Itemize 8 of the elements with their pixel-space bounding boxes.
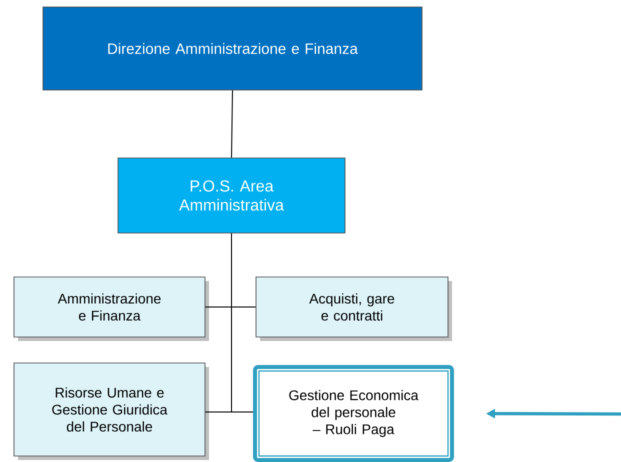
highlighted-office-box: Gestione Economica del personale – Ruoli Paga [253, 364, 454, 462]
unit-box: P.O.S. Area Amministrativa [118, 158, 346, 234]
office-box: Risorse Umane e Gestione Giuridica del Personale [14, 362, 209, 460]
department-box: Direzione Amministrazione e Finanza [42, 6, 422, 90]
connector-line [231, 232, 254, 412]
office-box: Acquisti, gare e contratti [256, 276, 452, 341]
office-box: Amministrazione e Finanza [14, 276, 209, 341]
connector-line [231, 90, 233, 158]
